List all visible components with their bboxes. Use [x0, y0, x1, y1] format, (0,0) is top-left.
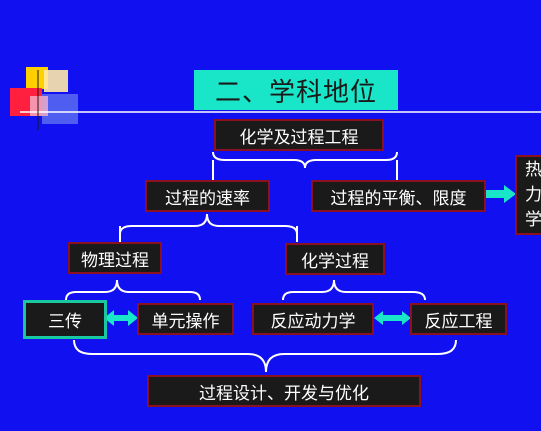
node-thermodynamics-cut: 热 力 学	[515, 155, 541, 235]
node-rate: 过程的速率	[145, 180, 270, 212]
slide-title: 二、学科地位	[194, 70, 398, 110]
right-arrow-icon	[486, 185, 516, 203]
node-chemical: 化学过程	[285, 243, 385, 275]
double-arrow-icon	[374, 311, 411, 325]
double-arrow-icon	[104, 310, 138, 326]
node-unit-ops: 单元操作	[137, 303, 234, 335]
node-design: 过程设计、开发与优化	[147, 375, 421, 407]
node-kinetics: 反应动力学	[252, 303, 374, 335]
brace-rate	[119, 213, 298, 235]
brace-bottom	[73, 339, 457, 373]
node-physical: 物理过程	[68, 242, 162, 274]
brace-root	[212, 151, 398, 169]
stacked-squares-icon	[10, 67, 541, 130]
node-equilibrium: 过程的平衡、限度	[311, 180, 486, 212]
node-reaction-eng: 反应工程	[410, 303, 507, 335]
brace-physical	[65, 279, 201, 301]
brace-chemical	[282, 279, 426, 301]
node-root: 化学及过程工程	[214, 119, 384, 151]
node-transfer: 三传	[23, 300, 107, 339]
